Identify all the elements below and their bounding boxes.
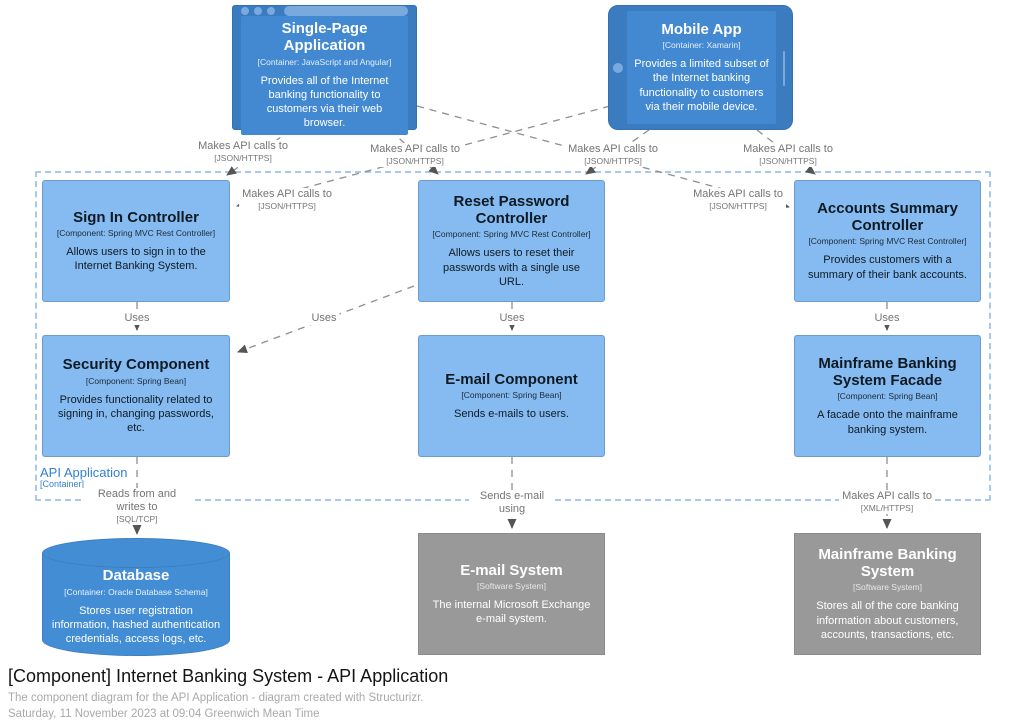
boundary-label: API Application [Container] bbox=[40, 465, 128, 490]
edge-label-api-calls: Makes API calls to [JSON/HTTPS] bbox=[195, 140, 291, 165]
cylinder-top bbox=[42, 538, 230, 568]
diagram-subtitle: The component diagram for the API Applic… bbox=[8, 691, 448, 722]
node-title: Reset Password Controller bbox=[453, 192, 570, 228]
node-title: Sign In Controller bbox=[73, 208, 199, 226]
node-meta: [Container: Oracle Database Schema] bbox=[64, 586, 208, 597]
node-description: Provides a limited subset of the Interne… bbox=[634, 58, 769, 113]
node-description: Stores user registration information, ha… bbox=[51, 604, 221, 646]
node-meta: [Component: Spring Bean] bbox=[85, 375, 187, 386]
node-title: Mainframe Banking System bbox=[818, 545, 957, 581]
node-meta: [Software System] bbox=[477, 580, 546, 591]
node-email-system[interactable]: E-mail System [Software System] The inte… bbox=[418, 533, 605, 655]
node-mainframe-banking-system[interactable]: Mainframe Banking System [Software Syste… bbox=[794, 533, 981, 655]
node-description: Stores all of the core banking informati… bbox=[816, 600, 959, 641]
edge-label-sends-email: Sends e-mail using bbox=[469, 490, 555, 516]
node-security-component[interactable]: Security Component [Component: Spring Be… bbox=[42, 335, 230, 457]
node-accounts-summary-controller[interactable]: Accounts Summary Controller [Component: … bbox=[794, 180, 981, 302]
diagram-title: [Component] Internet Banking System - AP… bbox=[8, 666, 449, 686]
node-single-page-application[interactable]: Single-Page Application [Container: Java… bbox=[232, 5, 417, 135]
diagram-timestamp: Saturday, 11 November 2023 at 09:04 Gree… bbox=[8, 707, 320, 720]
edge-label-api-calls: Makes API calls to [JSON/HTTPS] bbox=[740, 143, 836, 168]
node-database[interactable]: Database [Container: Oracle Database Sch… bbox=[42, 538, 230, 656]
node-title: Accounts Summary Controller bbox=[817, 199, 958, 235]
boundary-type: [Container] bbox=[40, 479, 85, 490]
boundary-name: API Application bbox=[40, 465, 128, 480]
browser-address-bar bbox=[284, 6, 408, 16]
phone-home-button-icon bbox=[613, 63, 623, 73]
edge-label-api-calls: Makes API calls to [JSON/HTTPS] bbox=[367, 143, 463, 168]
node-meta: [Container: Xamarin] bbox=[662, 40, 741, 51]
edge-label-api-calls: Makes API calls to [JSON/HTTPS] bbox=[565, 143, 661, 168]
node-description: Provides customers with a summary of the… bbox=[808, 254, 967, 281]
edge-label-uses: Uses bbox=[496, 312, 528, 325]
edge-label-api-calls: Makes API calls to [JSON/HTTPS] bbox=[690, 188, 786, 213]
node-description: Provides all of the Internet banking fun… bbox=[260, 74, 389, 130]
node-description: A facade onto the mainframe banking syst… bbox=[817, 409, 958, 436]
node-title: E-mail System bbox=[460, 561, 563, 579]
node-description: The internal Microsoft Exchange e-mail s… bbox=[432, 598, 591, 626]
edge-label-reads-writes: Reads from and writes to [SQL/TCP] bbox=[81, 488, 193, 525]
node-meta: [Component: Spring Bean] bbox=[461, 389, 562, 400]
edge-label-api-calls-xml: Makes API calls to [XML/HTTPS] bbox=[839, 490, 935, 515]
edge-label-api-calls: Makes API calls to [JSON/HTTPS] bbox=[239, 188, 335, 213]
browser-dot-icon bbox=[267, 7, 275, 15]
node-meta: [Component: Spring Bean] bbox=[837, 391, 938, 402]
browser-dot-icon bbox=[254, 7, 262, 15]
node-title: Mainframe Banking System Facade bbox=[818, 354, 957, 390]
node-description: Allows users to reset their passwords wi… bbox=[443, 247, 580, 288]
edge-label-uses: Uses bbox=[871, 312, 903, 325]
node-sign-in-controller[interactable]: Sign In Controller [Component: Spring MV… bbox=[42, 180, 230, 302]
node-title: E-mail Component bbox=[445, 370, 578, 388]
node-title: Single-Page Application bbox=[281, 20, 368, 55]
node-title: Database bbox=[102, 567, 170, 585]
browser-dot-icon bbox=[241, 7, 249, 15]
node-meta: [Component: Spring MVC Rest Controller] bbox=[56, 227, 216, 238]
phone-speaker-icon bbox=[783, 51, 785, 86]
node-description: Provides functionality related to signin… bbox=[58, 393, 214, 435]
node-mobile-app[interactable]: Mobile App [Container: Xamarin] Provides… bbox=[608, 5, 793, 130]
diagram-footer: [Component] Internet Banking System - AP… bbox=[8, 666, 448, 722]
node-meta: [Component: Spring MVC Rest Controller] bbox=[432, 229, 591, 240]
node-reset-password-controller[interactable]: Reset Password Controller [Component: Sp… bbox=[418, 180, 605, 302]
node-title: Mobile App bbox=[661, 20, 742, 38]
browser-chrome bbox=[233, 6, 416, 16]
edge-label-uses: Uses bbox=[308, 312, 340, 325]
edge-label-uses: Uses bbox=[121, 312, 153, 325]
node-meta: [Component: Spring MVC Rest Controller] bbox=[808, 236, 967, 247]
node-meta: [Container: JavaScript and Angular] bbox=[257, 56, 392, 67]
node-meta: [Software System] bbox=[853, 582, 922, 593]
node-description: Allows users to sign in to the Internet … bbox=[66, 245, 206, 273]
node-description: Sends e-mails to users. bbox=[454, 407, 569, 420]
node-title: Security Component bbox=[62, 356, 210, 374]
node-mainframe-banking-system-facade[interactable]: Mainframe Banking System Facade [Compone… bbox=[794, 335, 981, 457]
node-email-component[interactable]: E-mail Component [Component: Spring Bean… bbox=[418, 335, 605, 457]
